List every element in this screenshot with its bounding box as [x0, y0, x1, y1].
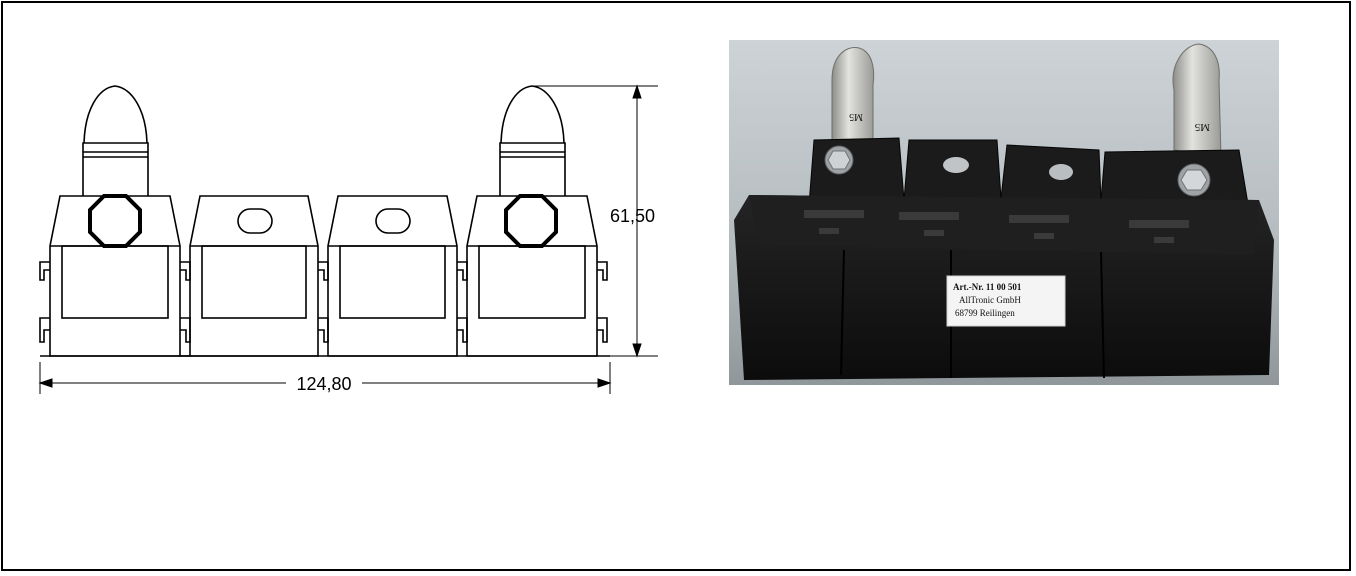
- label-company: AllTronic GmbH: [959, 295, 1021, 305]
- left-metal-clip: M5: [831, 46, 875, 149]
- height-dimension: [532, 84, 658, 358]
- connector-2-3: [318, 261, 329, 343]
- product-photo: M5 M5: [729, 40, 1279, 385]
- module-4: [466, 195, 598, 357]
- svg-text:M5: M5: [1194, 121, 1210, 133]
- label-article-number: Art.-Nr. 11 00 501: [953, 282, 1022, 292]
- module-3: [327, 195, 458, 357]
- svg-text:M5: M5: [849, 111, 863, 122]
- technical-drawing: 61,50 124,80: [38, 84, 658, 394]
- left-bolt: [824, 145, 854, 175]
- block-top: [749, 195, 1259, 255]
- height-dimension-label: 61,50: [610, 206, 655, 226]
- module-2: [189, 195, 319, 357]
- width-dimension-label: 124,80: [296, 374, 351, 394]
- connector-left-end: [39, 261, 50, 343]
- right-bolt: [1177, 163, 1211, 197]
- left-stud: [82, 85, 149, 196]
- module-1: [49, 195, 181, 357]
- slot-2: [943, 157, 969, 173]
- product-label: Art.-Nr. 11 00 501 AllTronic GmbH 68799 …: [946, 275, 1066, 327]
- right-stud: [499, 85, 566, 196]
- label-address: 68799 Reilingen: [955, 308, 1015, 318]
- width-dimension: [38, 362, 612, 394]
- right-metal-clip: M5: [1172, 43, 1222, 159]
- connector-3-4: [457, 261, 468, 343]
- right-nut: [504, 194, 558, 248]
- connector-1-2: [180, 261, 191, 357]
- connector-right-end: [597, 261, 608, 343]
- slot-3: [1049, 164, 1073, 180]
- bracket-1: [808, 137, 905, 206]
- left-nut: [88, 194, 142, 248]
